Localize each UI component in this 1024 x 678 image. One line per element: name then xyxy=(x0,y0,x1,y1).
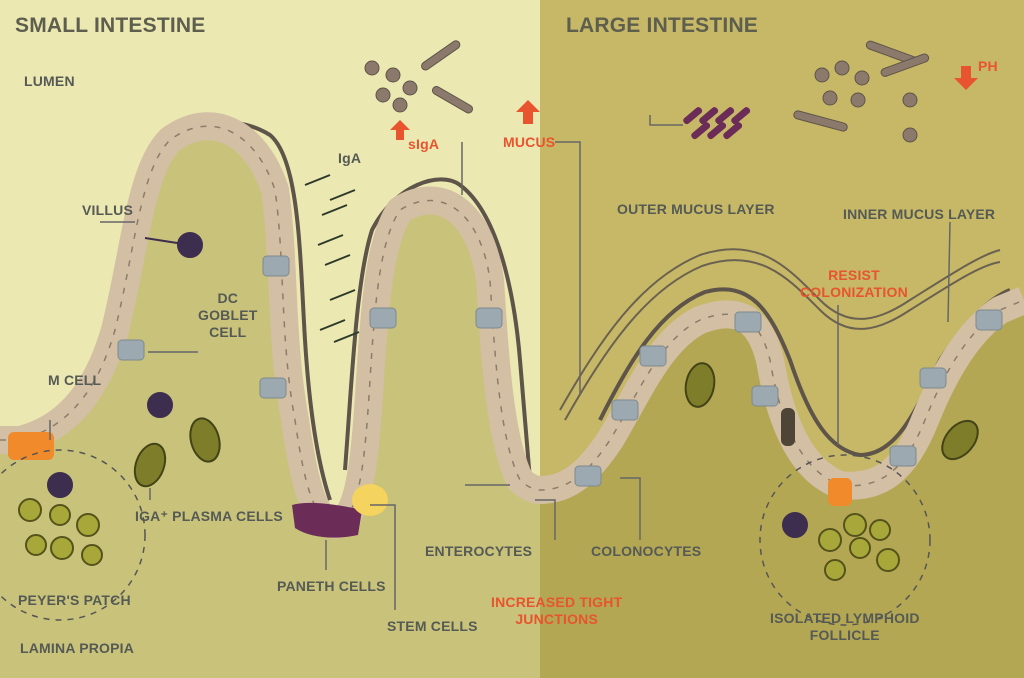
siga-label: sIgA xyxy=(408,136,440,152)
peyers-patch-outline xyxy=(0,449,146,621)
peyers-patch-label: PEYER'S PATCH xyxy=(18,592,131,608)
villus-label: VILLUS xyxy=(82,202,133,218)
purple-bacteria xyxy=(683,107,751,140)
siga-up-arrow xyxy=(390,120,410,140)
paneth-cell-cluster xyxy=(292,502,362,538)
outer-mucus-layer-label: OUTER MUCUS LAYER xyxy=(617,201,775,217)
iga-label: IgA xyxy=(338,150,362,166)
increased-tight-junctions-label: INCREASED TIGHT JUNCTIONS xyxy=(491,594,623,627)
inner-mucus-layer-label: INNER MUCUS LAYER xyxy=(843,206,996,222)
m-cell-label: M CELL xyxy=(48,372,102,388)
bacteria xyxy=(364,40,930,143)
lumen-label: LUMEN xyxy=(24,73,75,89)
iga-antibodies xyxy=(304,174,360,343)
dc-goblet-cell-label: DC GOBLET CELL xyxy=(198,290,258,340)
iga-plasma-cells-label: IgA⁺ PLASMA CELLS xyxy=(135,508,283,524)
m-cell-shape xyxy=(8,432,54,460)
mucus-up-arrow xyxy=(516,100,540,124)
leader-lines xyxy=(49,115,951,610)
resist-colonization-label: RESIST COLONIZATION xyxy=(800,267,908,300)
stem-cell-cluster xyxy=(352,484,388,516)
goblet-cells xyxy=(117,255,1003,487)
lamina-propia-label: LAMINA PROPIA xyxy=(20,640,135,656)
m-cell-shape-large xyxy=(828,478,852,506)
colonocytes-label: COLONOCYTES xyxy=(591,543,702,559)
plasma-cells xyxy=(133,362,979,488)
outer-mucus-wave-2 xyxy=(564,259,1001,421)
mucus-label: MUCUS xyxy=(503,134,556,150)
large-intestine-title: LARGE INTESTINE xyxy=(566,14,759,37)
ph-down-arrow xyxy=(954,66,978,90)
outer-mucus-wave xyxy=(559,248,1001,411)
colonization-marker xyxy=(781,408,795,446)
small-intestine-title: SMALL INTESTINE xyxy=(15,14,206,37)
isolated-lymphoid-follicle-label: ISOLATED LYMPHOID FOLLICLE xyxy=(770,610,920,643)
dendritic-cells xyxy=(47,232,808,538)
stem-cells-label: STEM CELLS xyxy=(387,618,478,634)
paneth-cells-label: PANETH CELLS xyxy=(277,578,386,594)
small-mucus-line-2 xyxy=(343,177,532,481)
epithelium-cell-dashes xyxy=(0,125,1024,526)
enterocytes-label: ENTEROCYTES xyxy=(425,543,533,559)
ph-label: PH xyxy=(978,58,998,74)
lymphoid-follicle-outline xyxy=(759,454,931,626)
lymphocytes xyxy=(18,498,900,581)
large-intestine-tissue xyxy=(540,300,1024,678)
